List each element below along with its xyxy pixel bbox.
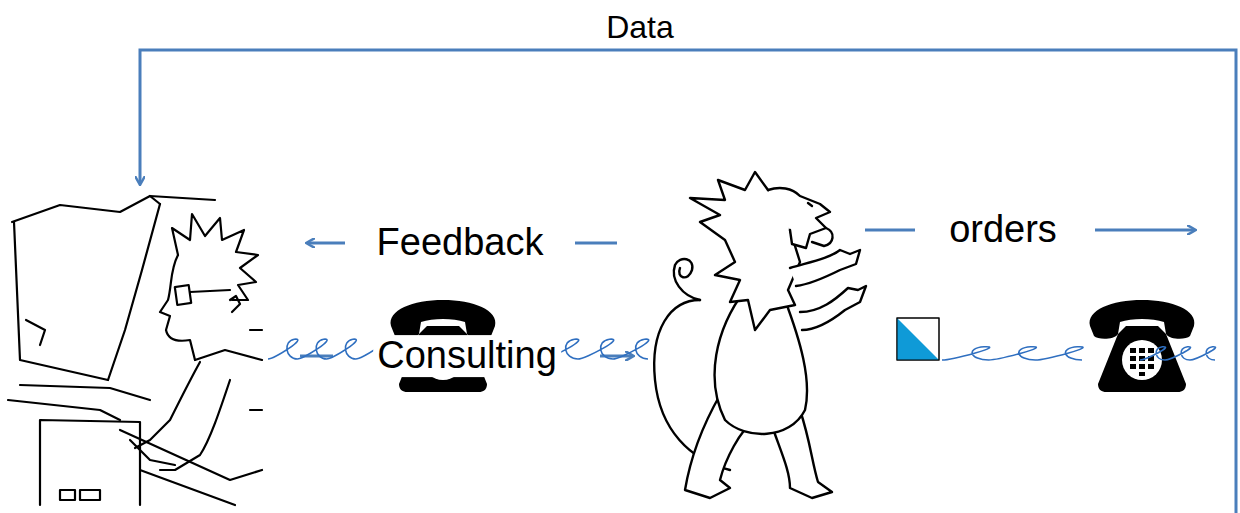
consulting-label: Consulting (373, 335, 561, 377)
phone-cord (1140, 347, 1216, 360)
orders-label: orders (945, 209, 1061, 251)
phone-cord (268, 339, 386, 359)
phone-cord (942, 347, 1083, 360)
feedback-label: Feedback (373, 222, 548, 264)
data-label: Data (602, 10, 678, 45)
